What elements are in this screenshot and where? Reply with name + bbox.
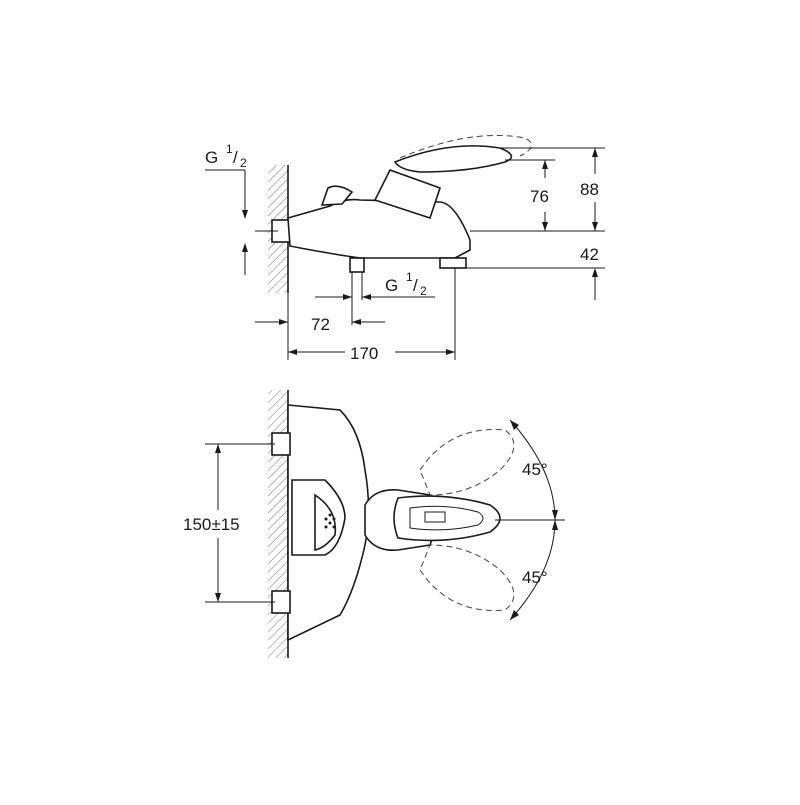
dim42-arrow-b bbox=[592, 268, 598, 277]
dim170-arrow-r bbox=[446, 349, 455, 355]
thread-bottom-num: 1 bbox=[406, 270, 413, 284]
aerator-dots bbox=[324, 513, 336, 529]
spout-inner bbox=[314, 493, 337, 551]
thread-top-arrow-a bbox=[242, 210, 248, 219]
thread-bottom-g: G bbox=[385, 276, 398, 295]
thread-label-top: G 1 / 2 bbox=[205, 142, 247, 170]
lever-inner bbox=[409, 505, 484, 531]
dim72-arrow-r bbox=[352, 319, 361, 325]
angle-arrow-down-top bbox=[552, 520, 558, 530]
mixer-body bbox=[287, 198, 471, 259]
dim72-arrow-l bbox=[279, 319, 288, 325]
diverter-knob bbox=[320, 185, 354, 206]
bottom-dim-arrow-r bbox=[362, 294, 371, 300]
angle-down-label: 45° bbox=[522, 568, 548, 587]
dim-170: 170 bbox=[350, 344, 378, 363]
dim-88: 88 bbox=[580, 180, 599, 199]
top-view: 45° 45° 150±15 bbox=[183, 390, 565, 658]
wall-hatch-top bbox=[268, 390, 288, 658]
dim170-arrow-l bbox=[288, 349, 297, 355]
thread-top-den: 2 bbox=[240, 156, 247, 170]
spacing-arrow-top bbox=[215, 444, 221, 453]
angle-arc-up bbox=[509, 419, 556, 521]
dim-42: 42 bbox=[580, 245, 599, 264]
lever-stem bbox=[373, 169, 442, 220]
dim76-arrow-t bbox=[542, 160, 548, 169]
spacing-label: 150±15 bbox=[183, 515, 240, 534]
thread-bottom-den: 2 bbox=[420, 284, 427, 298]
angle-arc-down bbox=[509, 519, 556, 621]
angle-up-label: 45° bbox=[522, 460, 548, 479]
thread-bottom-slash: / bbox=[413, 276, 418, 295]
spacing-arrow-bottom bbox=[215, 593, 221, 602]
angle-arrow-down-bot bbox=[510, 610, 519, 620]
dim76-arrow-b bbox=[542, 222, 548, 231]
bottom-connector bbox=[349, 257, 365, 273]
dim-76: 76 bbox=[530, 187, 549, 206]
dim88-arrow-b bbox=[592, 222, 598, 231]
dim-72: 72 bbox=[311, 315, 330, 334]
angle-arrow-up-top bbox=[510, 420, 519, 430]
thread-top-g: G bbox=[205, 148, 218, 167]
angle-arrow-up-bot bbox=[552, 510, 558, 520]
thread-label-bottom: G 1 / 2 bbox=[385, 270, 427, 298]
side-view: G 1 / 2 G 1 / 2 72 bbox=[205, 135, 605, 363]
brand-plate bbox=[424, 511, 446, 523]
thread-top-slash: / bbox=[233, 148, 238, 167]
lever-ghost-down bbox=[419, 544, 515, 611]
dim88-arrow-t bbox=[592, 148, 598, 157]
spout-outlet bbox=[439, 257, 467, 269]
thread-top-num: 1 bbox=[226, 142, 233, 156]
lever-ghost-arc bbox=[399, 135, 532, 159]
lever-ghost-up bbox=[419, 429, 515, 496]
bottom-dim-arrow-l bbox=[343, 294, 352, 300]
thread-top-arrow-b bbox=[242, 243, 248, 252]
lever-paddle bbox=[393, 145, 513, 173]
